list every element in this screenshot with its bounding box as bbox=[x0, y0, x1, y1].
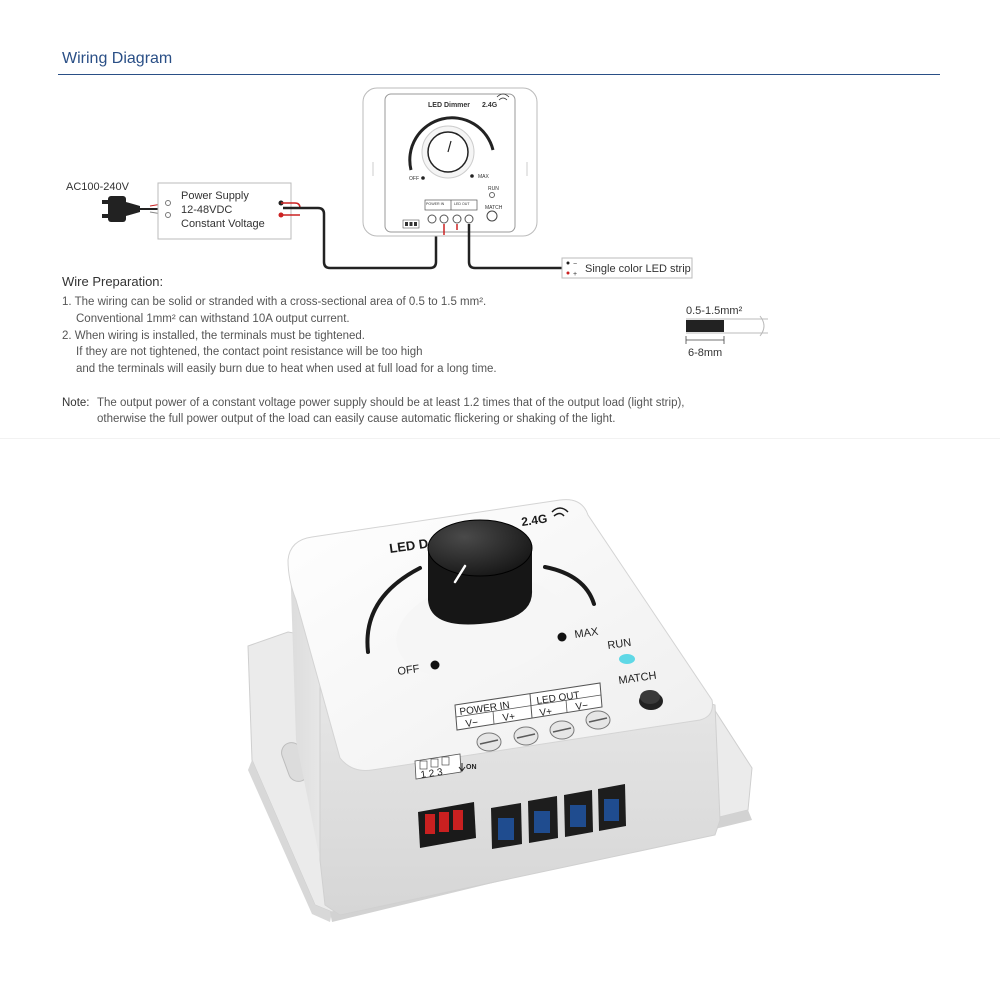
led-strip-label: Single color LED strip bbox=[585, 263, 691, 275]
dimmer-knob[interactable] bbox=[427, 519, 533, 625]
dimmer-schematic: LED Dimmer 2.4G OFF MAX RUN MATCH POWER … bbox=[362, 87, 538, 237]
strip-length-label: 6-8mm bbox=[688, 347, 722, 359]
note-line-2: otherwise the full power output of the l… bbox=[97, 413, 616, 425]
wire-prep-line-3: 2. When wiring is installed, the termina… bbox=[62, 330, 365, 342]
dimmer-off-label: OFF bbox=[409, 176, 419, 182]
power-supply-line3: Constant Voltage bbox=[181, 218, 265, 230]
product-band-label: 2.4G bbox=[520, 511, 548, 528]
product-power-v-minus: V− bbox=[465, 717, 479, 730]
dip-switch[interactable]: 1 2 3 ON bbox=[414, 753, 477, 781]
product-run-label: RUN bbox=[607, 637, 632, 652]
section-title: Wiring Diagram bbox=[62, 50, 173, 67]
product-power-v-plus: V+ bbox=[502, 711, 516, 724]
terminal-screws bbox=[476, 710, 611, 752]
ac-voltage-label: AC100-240V bbox=[66, 181, 130, 193]
power-supply-line2: 12-48VDC bbox=[181, 204, 232, 216]
dimmer-run-label: RUN bbox=[488, 186, 499, 192]
wire-size-label: 0.5-1.5mm² bbox=[686, 305, 743, 317]
dimmer-led-out-label: LED OUT bbox=[454, 202, 470, 206]
wire-prep-line-2: Conventional 1mm² can withstand 10A outp… bbox=[76, 313, 350, 325]
wire-led-negative bbox=[467, 224, 562, 270]
dimmer-power-in-label: POWER IN bbox=[426, 202, 445, 206]
power-supply-box: Power Supply 12-48VDC Constant Voltage bbox=[157, 182, 292, 240]
run-led bbox=[619, 654, 635, 664]
led-strip-box: − + Single color LED strip bbox=[561, 257, 693, 279]
max-dot bbox=[557, 632, 567, 642]
match-button[interactable] bbox=[639, 690, 663, 710]
dimmer-max-label: MAX bbox=[478, 174, 490, 180]
dial-arc bbox=[365, 566, 422, 654]
product-led-v-minus: V− bbox=[575, 700, 589, 713]
note-line-1: The output power of a constant voltage p… bbox=[97, 397, 685, 409]
wire-prep-line-1: 1. The wiring can be solid or stranded w… bbox=[62, 296, 487, 308]
dimmer-brand-label: LED Dimmer bbox=[428, 102, 470, 109]
product-max-label: MAX bbox=[574, 626, 600, 641]
product-led-out-label: LED OUT bbox=[536, 690, 580, 707]
mounting-flange bbox=[247, 631, 753, 922]
dimmer-band-label: 2.4G bbox=[482, 102, 498, 109]
dip-on-label: ON bbox=[466, 764, 477, 771]
off-dot bbox=[430, 660, 440, 670]
product-match-label: MATCH bbox=[618, 670, 658, 687]
dip-switch-front bbox=[418, 802, 476, 848]
product-off-label: OFF bbox=[397, 663, 421, 678]
dip-numbers-label: 1 2 3 bbox=[420, 767, 444, 781]
strip-plus-label: + bbox=[573, 271, 577, 278]
knob-indicator bbox=[453, 564, 467, 584]
wire-prep-title: Wire Preparation: bbox=[62, 274, 164, 289]
wire-prep-line-5: and the terminals will easily burn due t… bbox=[76, 363, 497, 375]
strip-minus-label: − bbox=[573, 261, 577, 268]
wire-prep-line-4: If they are not tightened, the contact p… bbox=[76, 346, 423, 358]
wireless-signal-icon bbox=[551, 507, 569, 517]
terminal-openings bbox=[491, 784, 626, 849]
title-rule bbox=[58, 74, 940, 75]
power-supply-line1: Power Supply bbox=[181, 190, 249, 202]
terminal-label-panel: POWER IN LED OUT V− V+ V+ V− bbox=[454, 682, 603, 731]
wire-strip-illustration: 0.5-1.5mm² 6-8mm bbox=[685, 305, 768, 359]
wiring-diagram: AC100-240V Power Supply 12-48VDC Constan… bbox=[66, 87, 768, 359]
panel-divider bbox=[0, 438, 1000, 439]
dimmer-match-label: MATCH bbox=[485, 205, 503, 211]
product-power-in-label: POWER IN bbox=[459, 700, 511, 718]
wire-negative bbox=[283, 206, 438, 270]
product-brand-label: LED D bbox=[388, 536, 429, 556]
product-led-v-plus: V+ bbox=[539, 706, 553, 719]
note-label: Note: bbox=[62, 397, 90, 409]
